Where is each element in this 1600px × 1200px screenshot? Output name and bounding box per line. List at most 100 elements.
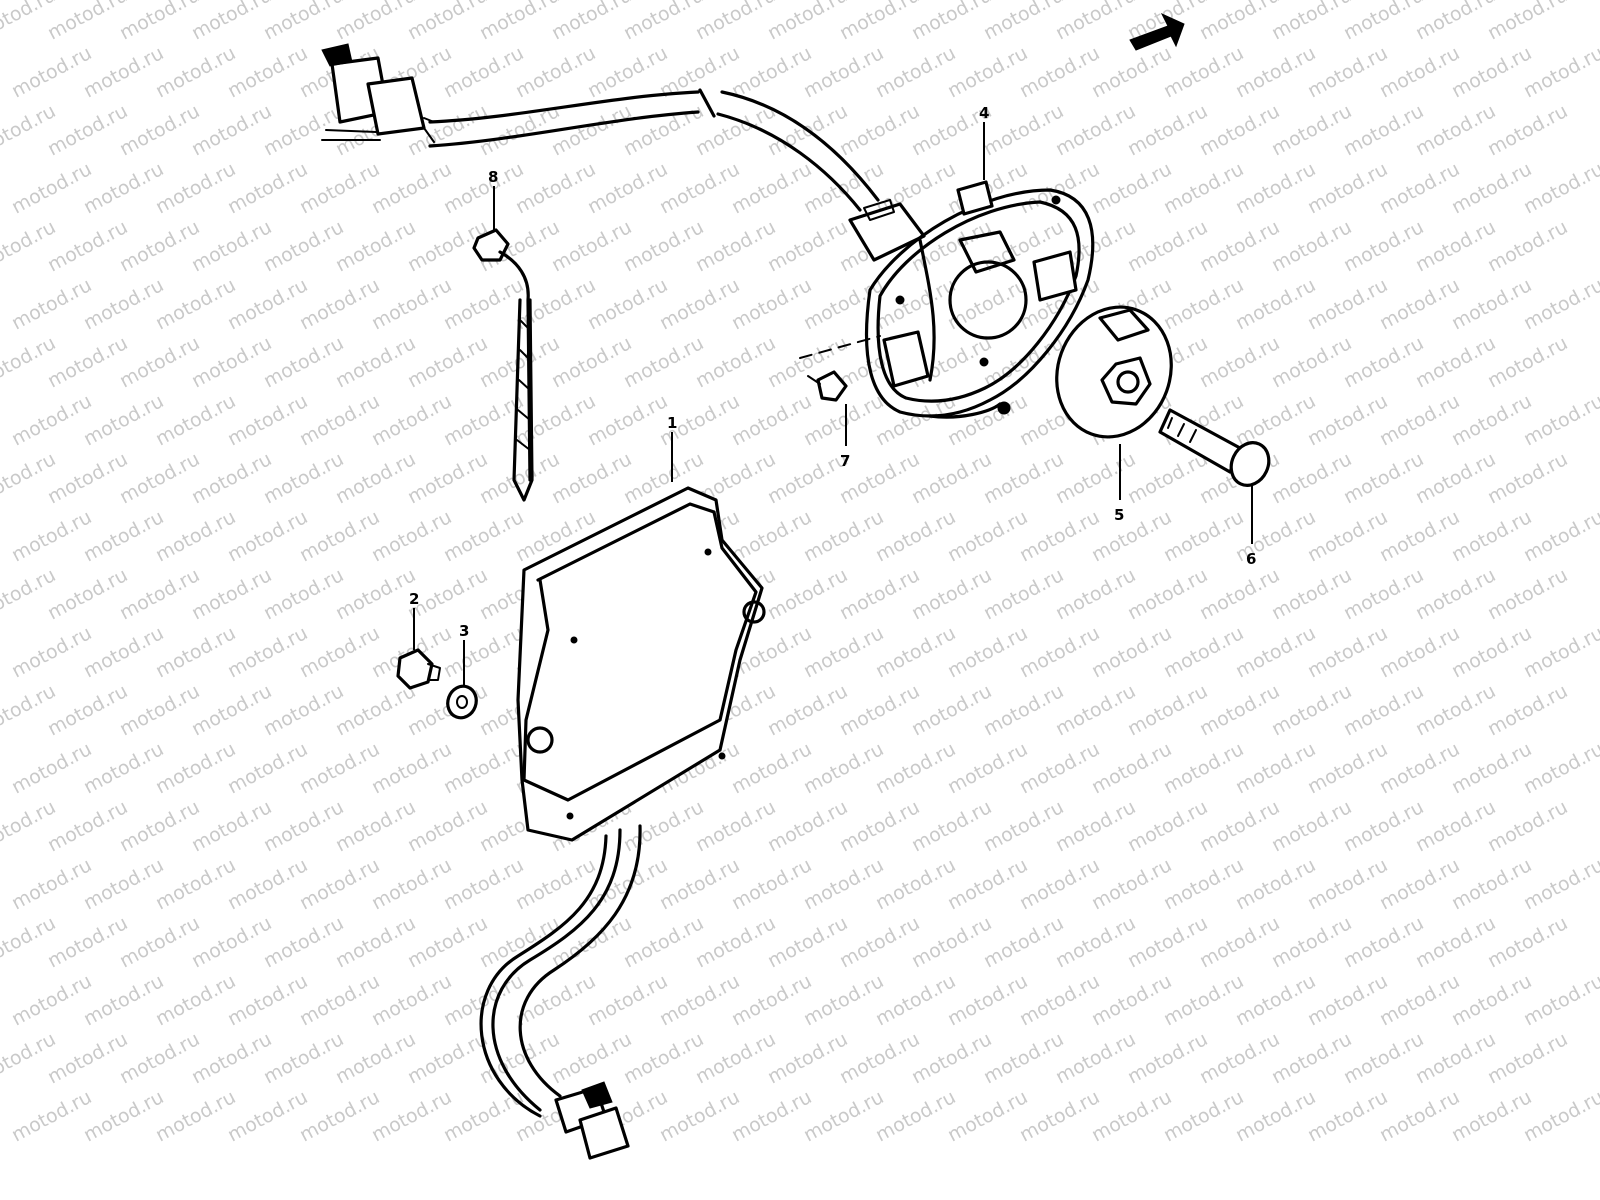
watermark-text: motod.ru: [8, 158, 95, 218]
watermark-text: motod.ru: [260, 680, 347, 740]
watermark-text: motod.ru: [440, 622, 527, 682]
watermark-text: motod.ru: [188, 100, 275, 160]
watermark-text: motod.ru: [1088, 970, 1175, 1030]
watermark-text: motod.ru: [944, 1086, 1031, 1146]
watermark-text: motod.ru: [980, 448, 1067, 508]
watermark-text: motod.ru: [224, 738, 311, 798]
watermark-text: motod.ru: [1376, 970, 1463, 1030]
watermark-text: motod.ru: [980, 564, 1067, 624]
watermark-text: motod.ru: [1376, 622, 1463, 682]
watermark-text: motod.ru: [692, 332, 779, 392]
watermark-text: motod.ru: [764, 0, 851, 44]
watermark-layer: motod.rumotod.rumotod.rumotod.rumotod.ru…: [0, 0, 1600, 1146]
watermark-text: motod.ru: [980, 0, 1067, 44]
watermark-text: motod.ru: [260, 912, 347, 972]
watermark-text: motod.ru: [296, 274, 383, 334]
watermark-text: motod.ru: [44, 912, 131, 972]
watermark-text: motod.ru: [1340, 796, 1427, 856]
watermark-text: motod.ru: [1160, 274, 1247, 334]
watermark-text: motod.ru: [1088, 622, 1175, 682]
nut-part-2: [396, 648, 441, 690]
watermark-text: motod.ru: [224, 42, 311, 102]
watermark-text: motod.ru: [44, 332, 131, 392]
watermark-text: motod.ru: [404, 1028, 491, 1088]
watermark-text: motod.ru: [1016, 854, 1103, 914]
watermark-text: motod.ru: [1304, 274, 1391, 334]
watermark-text: motod.ru: [908, 0, 995, 44]
watermark-text: motod.ru: [152, 622, 239, 682]
watermark-text: motod.ru: [260, 216, 347, 276]
watermark-text: motod.ru: [1232, 390, 1319, 450]
watermark-text: motod.ru: [224, 854, 311, 914]
watermark-text: motod.ru: [1448, 970, 1535, 1030]
watermark-text: motod.ru: [764, 680, 851, 740]
watermark-text: motod.ru: [1268, 100, 1355, 160]
watermark-text: motod.ru: [872, 274, 959, 334]
callout-6: 6: [1246, 550, 1256, 568]
watermark-text: motod.ru: [1448, 42, 1535, 102]
watermark-text: motod.ru: [548, 448, 635, 508]
watermark-text: motod.ru: [656, 854, 743, 914]
watermark-text: motod.ru: [1448, 854, 1535, 914]
watermark-text: motod.ru: [656, 970, 743, 1030]
watermark-text: motod.ru: [332, 332, 419, 392]
watermark-text: motod.ru: [152, 390, 239, 450]
watermark-text: motod.ru: [44, 216, 131, 276]
watermark-text: motod.ru: [548, 216, 635, 276]
watermark-text: motod.ru: [404, 912, 491, 972]
watermark-text: motod.ru: [1232, 42, 1319, 102]
watermark-text: motod.ru: [620, 1028, 707, 1088]
watermark-text: motod.ru: [1016, 738, 1103, 798]
watermark-text: motod.ru: [908, 796, 995, 856]
watermark-text: motod.ru: [1484, 448, 1571, 508]
watermark-text: motod.ru: [1304, 622, 1391, 682]
callout-1: 1: [667, 414, 677, 432]
watermark-text: motod.ru: [872, 970, 959, 1030]
watermark-text: motod.ru: [656, 274, 743, 334]
watermark-text: motod.ru: [188, 680, 275, 740]
watermark-text: motod.ru: [1484, 680, 1571, 740]
watermark-text: motod.ru: [1304, 506, 1391, 566]
watermark-text: motod.ru: [656, 158, 743, 218]
watermark-text: motod.ru: [908, 680, 995, 740]
watermark-text: motod.ru: [80, 970, 167, 1030]
watermark-text: motod.ru: [44, 100, 131, 160]
main-wire-harness: [321, 43, 926, 262]
watermark-text: motod.ru: [188, 912, 275, 972]
watermark-text: motod.ru: [548, 332, 635, 392]
watermark-text: motod.ru: [8, 506, 95, 566]
watermark-text: motod.ru: [476, 448, 563, 508]
watermark-text: motod.ru: [800, 1086, 887, 1146]
watermark-text: motod.ru: [944, 738, 1031, 798]
watermark-text: motod.ru: [80, 390, 167, 450]
watermark-text: motod.ru: [1412, 796, 1499, 856]
watermark-text: motod.ru: [1448, 274, 1535, 334]
watermark-text: motod.ru: [188, 332, 275, 392]
watermark-text: motod.ru: [584, 274, 671, 334]
callout-2: 2: [409, 590, 419, 608]
watermark-text: motod.ru: [1340, 100, 1427, 160]
watermark-text: motod.ru: [1484, 564, 1571, 624]
watermark-text: motod.ru: [1160, 158, 1247, 218]
watermark-text: motod.ru: [260, 796, 347, 856]
watermark-text: motod.ru: [872, 854, 959, 914]
watermark-text: motod.ru: [728, 274, 815, 334]
watermark-text: motod.ru: [800, 390, 887, 450]
watermark-text: motod.ru: [224, 506, 311, 566]
watermark-text: motod.ru: [1232, 274, 1319, 334]
watermark-text: motod.ru: [908, 448, 995, 508]
watermark-text: motod.ru: [188, 564, 275, 624]
watermark-text: motod.ru: [224, 970, 311, 1030]
watermark-text: motod.ru: [188, 796, 275, 856]
watermark-text: motod.ru: [1016, 622, 1103, 682]
watermark-text: motod.ru: [1088, 854, 1175, 914]
watermark-text: motod.ru: [332, 796, 419, 856]
watermark-text: motod.ru: [1232, 158, 1319, 218]
watermark-text: motod.ru: [440, 158, 527, 218]
watermark-text: motod.ru: [512, 42, 599, 102]
watermark-text: motod.ru: [1268, 796, 1355, 856]
watermark-text: motod.ru: [728, 158, 815, 218]
watermark-text: motod.ru: [44, 564, 131, 624]
